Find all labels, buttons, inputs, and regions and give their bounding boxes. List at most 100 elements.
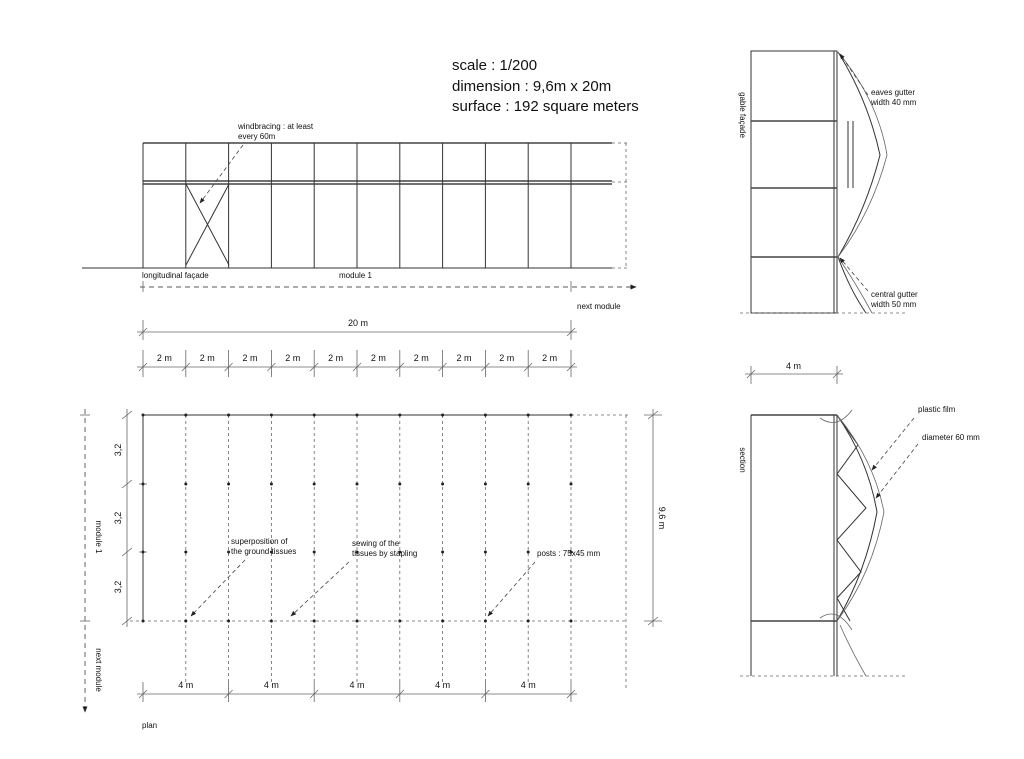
plan-row-dim-1: 3,2 [113,444,123,457]
note-superposition-2: the ground tissues [231,547,296,556]
dim-20m-tick-right [566,327,576,337]
gable-roof-curve-a [837,51,881,258]
dim-20m-label: 20 m [348,318,368,328]
section-view: 4 m section plastic film diameter 60 mm [738,361,980,677]
plan-post [312,619,316,623]
plan-row-tick-c [121,547,133,557]
dim-bay-label: 2 m [499,353,514,363]
dim-bay-tick [352,362,362,372]
plan-bay-label: 4 m [521,680,536,690]
dim-bay-tick [566,362,576,372]
note-superposition: superposition of [231,537,288,546]
gable-lower-curve-b [837,256,873,314]
dimension-text: dimension : 9,6m x 20m [452,78,611,95]
plan-bay-label: 4 m [264,680,279,690]
longitudinal-facade-elevation: windbracing : at least every 60m longitu… [82,122,637,311]
plan-post [269,550,273,554]
plan-post [355,619,359,623]
elevation-posts [142,143,572,268]
dim-bay-tick [481,362,490,372]
section-width-dim: 4 m [786,361,801,371]
plan-bay-label: 4 m [349,680,364,690]
plan-post [441,550,445,554]
dim-bay-label: 2 m [242,353,257,363]
central-gutter-note: central gutter [871,290,918,299]
gable-frame [750,50,838,314]
scale-text: scale : 1/200 [452,57,537,74]
plan-post [483,482,487,486]
plan-bay-tick [309,689,319,699]
plan-row-dim-3: 3,2 [113,581,123,594]
plan-post [483,619,487,623]
plan-post [398,413,402,417]
plan-post [184,482,188,486]
dim-bay-label: 2 m [328,353,343,363]
plan-next-module-label: next module [94,648,103,692]
plan-bay-label: 4 m [435,680,450,690]
plan-post [141,619,145,623]
dim-bay-tick [224,362,233,372]
plan-post [569,413,573,417]
section-lower-curve [839,624,867,677]
gable-lower-curve-a [837,256,867,314]
plan-row-tick-d [121,616,133,626]
note-posts-leader [487,561,536,617]
plan-post [141,482,145,486]
plan-post [569,619,573,623]
plan-post [227,619,231,623]
plan-post [184,550,188,554]
plan-width-dim: 9,6 m [657,507,667,530]
plan-post [526,482,530,486]
dim-bay-tick [267,362,276,372]
next-module-label: next module [577,302,621,311]
plan-post [184,413,188,417]
module-1-label: module 1 [339,271,372,280]
plan-post [141,413,145,417]
windbracing-note-2: every 60m [238,132,276,141]
dim-bay-label: 2 m [200,353,215,363]
section-truss [836,414,867,622]
plan-view: 3,2 3,2 3,2 module 1 next module 9,6 m 4… [80,409,667,730]
plastic-film-note: plastic film [918,405,956,414]
longitudinal-facade-title: longitudinal façade [142,271,209,280]
section-gutter-bottom [819,613,853,631]
plan-post [398,550,402,554]
dim-bay-tick [438,362,447,372]
plan-post [441,619,445,623]
plan-post [269,482,273,486]
dim-bay-label: 2 m [157,353,172,363]
plan-post [526,550,530,554]
eaves-gutter-note-2: width 40 mm [870,98,917,107]
plan-module-label: module 1 [94,521,103,554]
plan-post [227,413,231,417]
dim-bay-tick [181,362,191,372]
central-gutter-leader [839,257,869,292]
plan-bay-tick [566,689,576,699]
gable-facade: gable façade eaves gutter width 40 mm ce… [738,50,918,314]
plan-post [355,413,359,417]
surface-text: surface : 192 square meters [452,98,639,115]
plan-post [141,550,145,554]
plan-post [269,619,273,623]
plan-post [483,413,487,417]
central-gutter-note-2: width 50 mm [870,300,917,309]
dim-bay-tick [309,362,319,372]
plan-posts [141,413,573,684]
plan-post [398,619,402,623]
eaves-gutter-leader [839,53,869,96]
plan-post [227,482,231,486]
note-superposition-leader [190,559,246,617]
plan-post [312,413,316,417]
eaves-gutter-note: eaves gutter [871,88,915,97]
section-gutter-top [819,409,853,423]
note-sewing-leader [290,561,350,617]
dim-bay-label: 2 m [285,353,300,363]
plan-post [526,619,530,623]
dim-bay-label: 2 m [542,353,557,363]
plan-row-dim-2: 3,2 [113,512,123,525]
windbracing-note: windbracing : at least [237,122,314,131]
section-title: section [738,447,747,472]
